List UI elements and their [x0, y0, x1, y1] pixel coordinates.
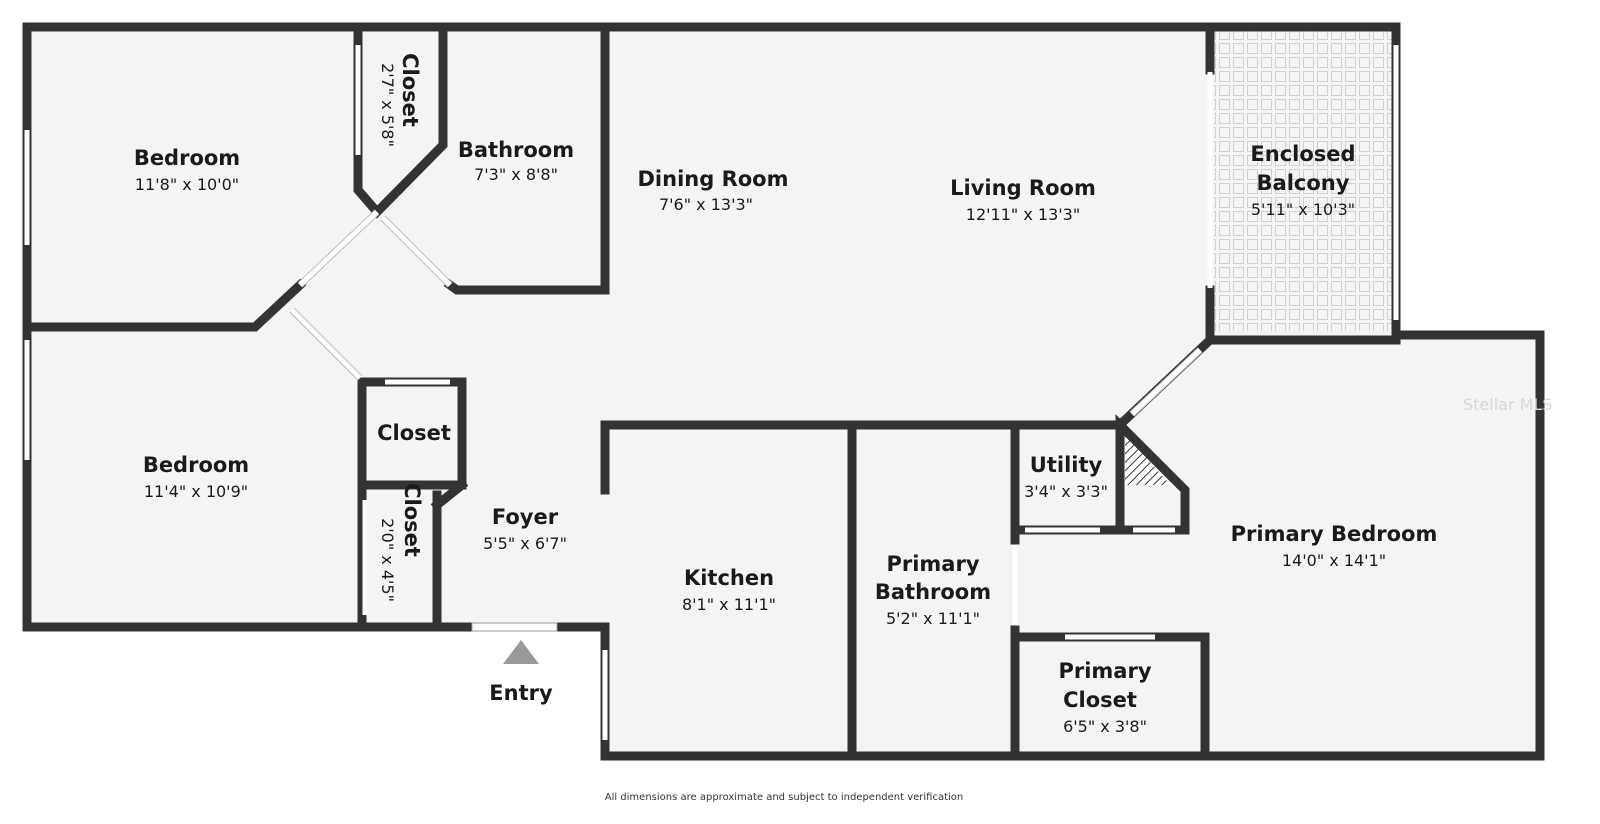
room-dims-closet-3: 2'0" x 4'5" — [378, 518, 397, 602]
room-dims-primary-bath: 5'2" x 11'1" — [886, 609, 980, 628]
room-name-balcony-1: Enclosed — [1250, 142, 1355, 166]
room-dims-living: 12'11" x 13'3" — [966, 205, 1080, 224]
room-name-primary-bath-2: Bathroom — [875, 580, 991, 604]
room-name-dining: Dining Room — [638, 167, 789, 191]
room-name-foyer: Foyer — [492, 505, 559, 529]
room-name-kitchen: Kitchen — [684, 566, 774, 590]
entry-arrow-icon — [503, 640, 539, 664]
room-dims-bedroom-2: 11'4" x 10'9" — [144, 482, 248, 501]
room-name-closet-1: Closet — [398, 53, 422, 127]
room-name-living: Living Room — [950, 176, 1096, 200]
room-name-primary-bedroom: Primary Bedroom — [1231, 522, 1438, 546]
room-dims-kitchen: 8'1" x 11'1" — [682, 595, 776, 614]
room-name-primary-closet-2: Closet — [1063, 688, 1137, 712]
floor-area — [27, 27, 1540, 756]
room-dims-dining: 7'6" x 13'3" — [659, 195, 753, 214]
room-dims-balcony: 5'11" x 10'3" — [1251, 200, 1355, 219]
room-name-utility: Utility — [1030, 453, 1103, 477]
room-dims-primary-bedroom: 14'0" x 14'1" — [1282, 551, 1386, 570]
room-dims-bedroom-1: 11'8" x 10'0" — [135, 175, 239, 194]
room-name-closet-2: Closet — [377, 421, 451, 445]
watermark: Stellar MLS — [1463, 395, 1553, 414]
room-name-primary-closet-1: Primary — [1058, 659, 1151, 683]
room-dims-utility: 3'4" x 3'3" — [1024, 482, 1108, 501]
room-dims-closet-1: 2'7" x 5'8" — [378, 63, 397, 147]
balcony-tile — [1214, 31, 1392, 331]
room-name-bedroom-2: Bedroom — [143, 453, 249, 477]
footer-disclaimer: All dimensions are approximate and subje… — [605, 792, 964, 803]
room-name-closet-3: Closet — [400, 483, 424, 557]
room-dims-bathroom: 7'3" x 8'8" — [474, 165, 558, 184]
room-name-bathroom: Bathroom — [458, 138, 574, 162]
room-dims-primary-closet: 6'5" x 3'8" — [1063, 717, 1147, 736]
room-name-bedroom-1: Bedroom — [134, 146, 240, 170]
entry-label: Entry — [489, 681, 553, 705]
room-dims-foyer: 5'5" x 6'7" — [483, 534, 567, 553]
room-name-balcony-2: Balcony — [1257, 171, 1350, 195]
openings — [24, 45, 1399, 740]
room-name-primary-bath-1: Primary — [886, 552, 979, 576]
